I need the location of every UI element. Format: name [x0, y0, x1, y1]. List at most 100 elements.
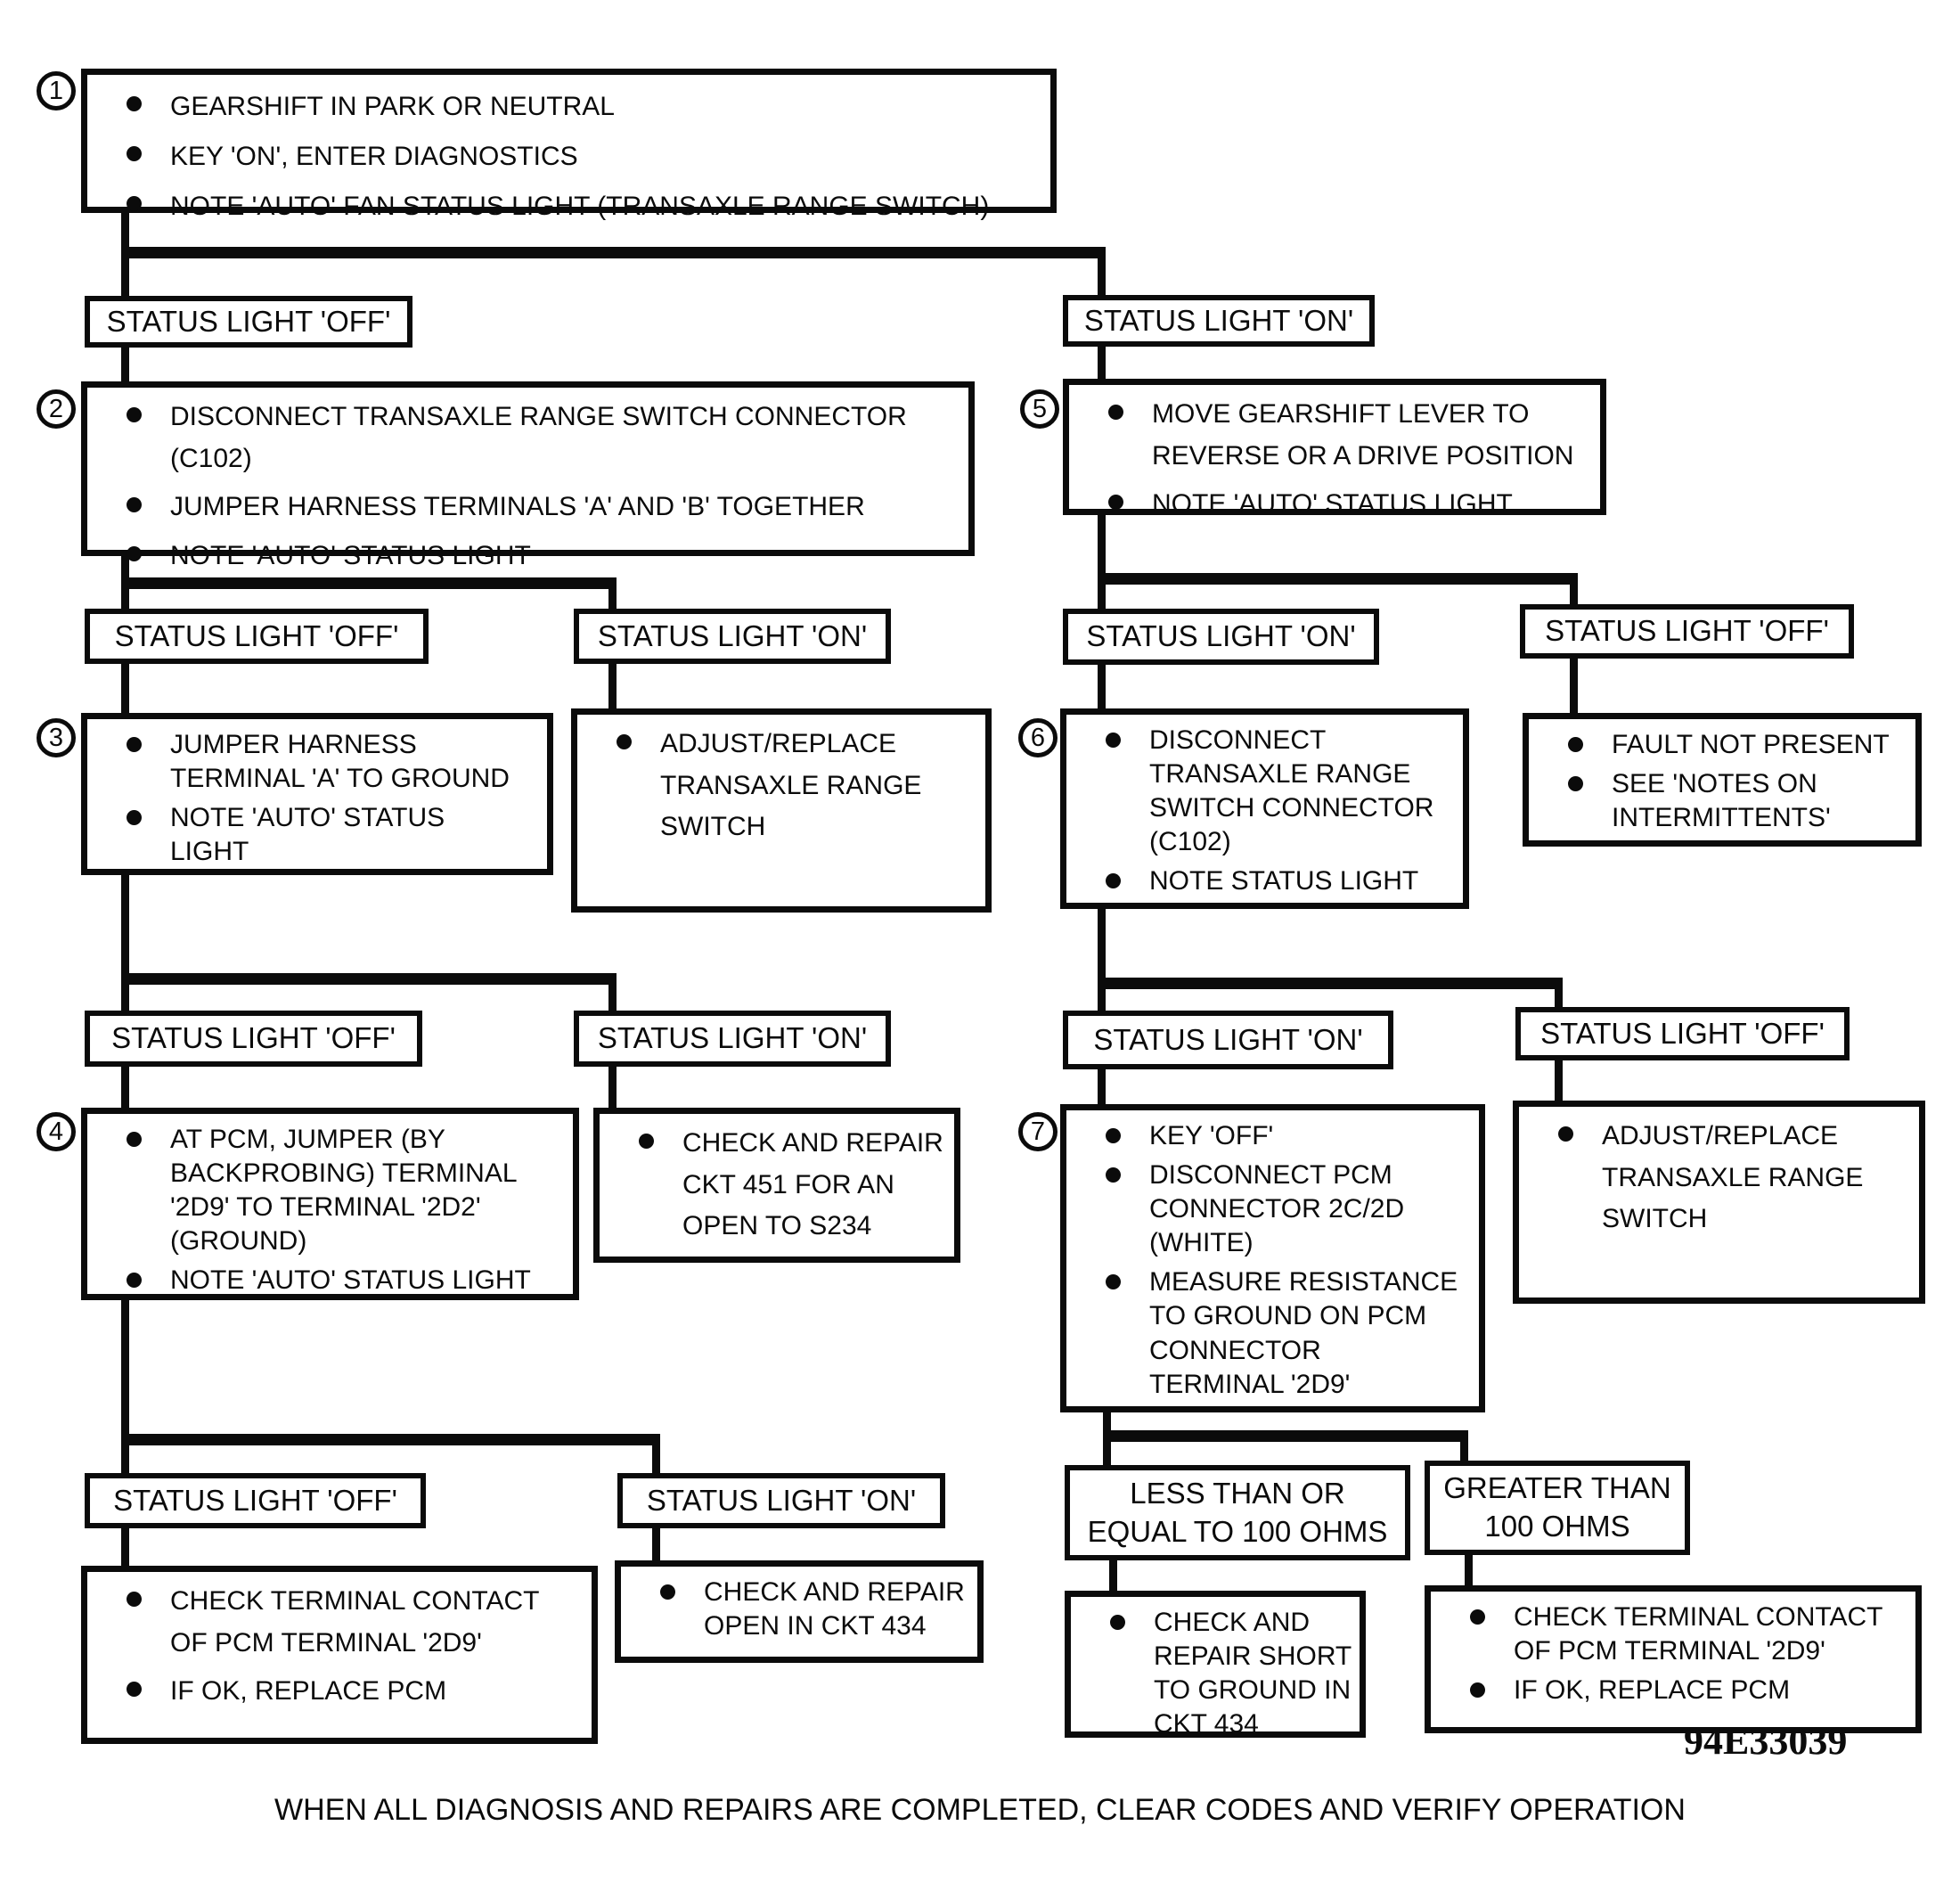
connector-vline	[1555, 978, 1563, 1007]
result-fault-not-present: FAULT NOT PRESENT SEE 'NOTES ON INTERMIT…	[1523, 713, 1922, 847]
bullet-item: KEY 'ON', ENTER DIAGNOSTICS	[127, 135, 1034, 178]
connector-vline	[1098, 1069, 1106, 1104]
connector-vline	[1465, 1555, 1473, 1585]
branch-label-text: STATUS LIGHT 'ON'	[646, 1483, 917, 1517]
bullet-icon	[127, 497, 142, 512]
result-text: CHECK TERMINAL CONTACT OF PCM TERMINAL '…	[170, 1586, 540, 1658]
branch-label-status-on-6: STATUS LIGHT 'ON'	[1063, 1011, 1393, 1069]
step-text: JUMPER HARNESS TERMINALS 'A' AND 'B' TOG…	[170, 492, 865, 521]
bullet-item: FAULT NOT PRESENT	[1568, 728, 1899, 762]
step-text: NOTE STATUS LIGHT	[1149, 866, 1419, 896]
step-1-number-badge: 1	[37, 71, 76, 111]
bullet-icon	[1106, 1128, 1121, 1143]
bullet-item: IF OK, REPLACE PCM	[127, 1671, 576, 1713]
bullet-item: IF OK, REPLACE PCM	[1470, 1674, 1899, 1707]
connector-vline	[608, 664, 617, 708]
connector-hbar	[1098, 978, 1563, 989]
connector-hbar	[1103, 1430, 1468, 1442]
branch-label-text: STATUS LIGHT 'ON'	[1086, 619, 1356, 653]
bullet-item: CHECK AND REPAIR OPEN IN CKT 434	[660, 1576, 965, 1643]
bullet-item: AT PCM, JUMPER (BY BACKPROBING) TERMINAL…	[127, 1123, 557, 1258]
step-text: NOTE 'AUTO' STATUS LIGHT	[170, 803, 445, 867]
step-text: AT PCM, JUMPER (BY BACKPROBING) TERMINAL…	[170, 1125, 518, 1257]
branch-label-status-off-4: STATUS LIGHT 'OFF'	[85, 1473, 426, 1528]
bullet-item: NOTE 'AUTO' STATUS LIGHT	[1108, 484, 1584, 526]
connector-vline	[1570, 659, 1578, 713]
branch-label-status-off-6: STATUS LIGHT 'OFF'	[1515, 1007, 1850, 1060]
bullet-item: SEE 'NOTES ON INTERMITTENTS'	[1568, 767, 1899, 835]
bullet-item: ADJUST/REPLACE TRANSAXLE RANGE SWITCH	[617, 724, 969, 848]
result-text: SEE 'NOTES ON INTERMITTENTS'	[1612, 769, 1831, 833]
result-text: ADJUST/REPLACE TRANSAXLE RANGE SWITCH	[1602, 1121, 1864, 1233]
step-6-box: DISCONNECT TRANSAXLE RANGE SWITCH CONNEC…	[1060, 708, 1469, 909]
bullet-icon	[1568, 737, 1583, 752]
bullet-icon	[660, 1584, 675, 1600]
step-7-box: KEY 'OFF' DISCONNECT PCM CONNECTOR 2C/2D…	[1060, 1104, 1485, 1412]
step-text: NOTE 'AUTO' STATUS LIGHT	[1152, 489, 1513, 519]
step-text: KEY 'OFF'	[1149, 1121, 1274, 1150]
branch-label-status-off-3: STATUS LIGHT 'OFF'	[85, 1011, 422, 1067]
connector-hbar	[121, 1434, 660, 1445]
step-5-box: MOVE GEARSHIFT LEVER TO REVERSE OR A DRI…	[1063, 379, 1606, 519]
result-text: FAULT NOT PRESENT	[1612, 730, 1890, 759]
bullet-icon	[127, 1132, 142, 1147]
bullet-item: NOTE STATUS LIGHT	[1106, 864, 1447, 898]
step-number: 6	[1030, 723, 1046, 752]
bullet-item: GEARSHIFT IN PARK OR NEUTRAL	[127, 86, 1034, 128]
step-text: MEASURE RESISTANCE TO GROUND ON PCM CONN…	[1149, 1267, 1458, 1399]
connector-vline	[652, 1434, 660, 1473]
step-text: DISCONNECT TRANSAXLE RANGE SWITCH CONNEC…	[1149, 725, 1434, 857]
connector-vline	[1098, 247, 1106, 295]
bullet-icon	[1568, 776, 1583, 792]
step-text: KEY 'ON', ENTER DIAGNOSTICS	[170, 142, 578, 171]
step-number: 7	[1030, 1117, 1046, 1146]
bullet-item: CHECK AND REPAIR SHORT TO GROUND IN CKT …	[1110, 1606, 1352, 1741]
bullet-icon	[1558, 1126, 1573, 1142]
result-check-pcm-2d9-right: CHECK TERMINAL CONTACT OF PCM TERMINAL '…	[1425, 1585, 1922, 1733]
bullet-item: NOTE 'AUTO' FAN STATUS LIGHT (TRANSAXLE …	[127, 185, 1034, 228]
figure-id: 94E33039	[1684, 1719, 1848, 1763]
result-text: ADJUST/REPLACE TRANSAXLE RANGE SWITCH	[660, 729, 922, 841]
branch-label-text: STATUS LIGHT 'OFF'	[1545, 614, 1829, 648]
step-text: NOTE 'AUTO' STATUS LIGHT	[170, 1265, 531, 1296]
step-7-number-badge: 7	[1018, 1112, 1058, 1151]
connector-vline	[1109, 1560, 1117, 1591]
step-4-box: AT PCM, JUMPER (BY BACKPROBING) TERMINAL…	[81, 1108, 579, 1300]
result-text: IF OK, REPLACE PCM	[1514, 1675, 1791, 1706]
connector-vline	[608, 577, 617, 609]
branch-label-le-100-ohms: LESS THAN OR EQUAL TO 100 OHMS	[1065, 1465, 1410, 1560]
result-check-pcm-2d9-left: CHECK TERMINAL CONTACT OF PCM TERMINAL '…	[81, 1566, 598, 1744]
branch-label-status-on-3: STATUS LIGHT 'ON'	[574, 1011, 891, 1067]
branch-label-text: STATUS LIGHT 'OFF'	[114, 618, 399, 652]
bullet-item: JUMPER HARNESS TERMINAL 'A' TO GROUND	[127, 728, 531, 796]
step-4-number-badge: 4	[37, 1112, 76, 1151]
bullet-icon	[1110, 1615, 1125, 1630]
branch-label-text: STATUS LIGHT 'ON'	[597, 1021, 868, 1055]
bullet-item: NOTE 'AUTO' STATUS LIGHT	[127, 801, 531, 869]
bullet-icon	[127, 737, 142, 752]
step-5-number-badge: 5	[1020, 389, 1059, 429]
step-2-number-badge: 2	[37, 389, 76, 429]
bullet-icon	[127, 545, 142, 561]
bullet-icon	[1106, 873, 1121, 889]
bullet-icon	[127, 146, 142, 161]
bullet-icon	[127, 407, 142, 422]
branch-label-gt-100-ohms: GREATER THAN 100 OHMS	[1425, 1461, 1690, 1555]
connector-vline	[1098, 515, 1106, 609]
connector-hbar	[121, 577, 617, 589]
step-1-box: GEARSHIFT IN PARK OR NEUTRAL KEY 'ON', E…	[81, 69, 1057, 221]
bullet-item: CHECK TERMINAL CONTACT OF PCM TERMINAL '…	[127, 1581, 576, 1664]
step-number: 4	[48, 1117, 64, 1146]
bullet-icon	[127, 1592, 142, 1607]
step-number: 2	[48, 394, 64, 423]
bullet-item: NOTE 'AUTO' STATUS LIGHT	[127, 1264, 557, 1298]
branch-label-status-on-5: STATUS LIGHT 'ON'	[1063, 609, 1379, 665]
result-repair-open-ckt434: CHECK AND REPAIR OPEN IN CKT 434	[615, 1560, 984, 1663]
bullet-icon	[127, 810, 142, 826]
step-number: 5	[1032, 394, 1048, 423]
step-3-number-badge: 3	[37, 718, 76, 757]
bullet-item: KEY 'OFF'	[1106, 1119, 1463, 1153]
connector-vline	[608, 973, 617, 1011]
bullet-item: JUMPER HARNESS TERMINALS 'A' AND 'B' TOG…	[127, 487, 952, 528]
